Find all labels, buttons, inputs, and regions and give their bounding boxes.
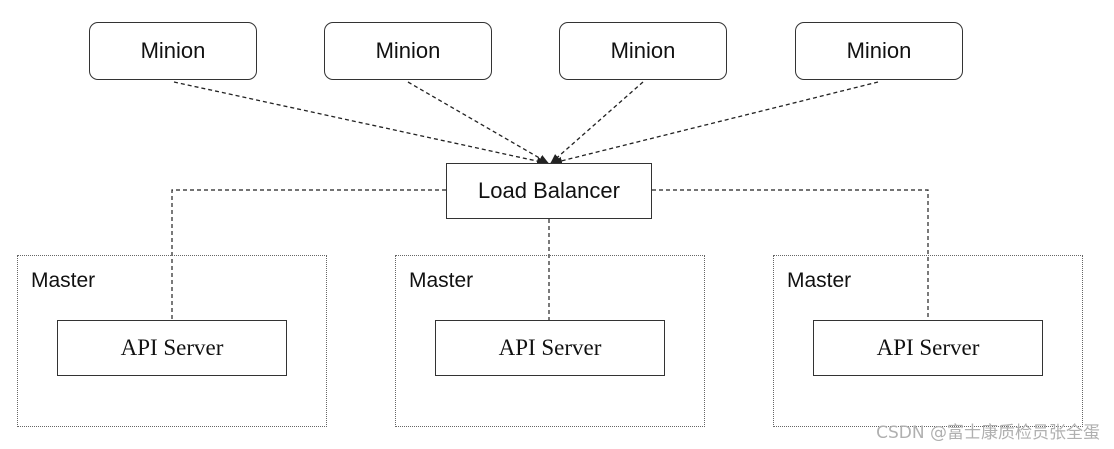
minion-node-4: Minion xyxy=(795,22,963,80)
minion-2-to-lb-arrow xyxy=(407,81,549,164)
master-group-3: Master xyxy=(773,255,1083,427)
minion-node-2: Minion xyxy=(324,22,492,80)
api-server-node-3: API Server xyxy=(813,320,1043,376)
lb-to-api-3-line xyxy=(652,189,929,320)
minion-1-to-lb-arrow xyxy=(173,81,547,165)
minion-node-3: Minion xyxy=(559,22,727,80)
watermark-text: CSDN @富士康质检员张全蛋 xyxy=(876,423,1100,443)
load-balancer-node: Load Balancer xyxy=(446,163,652,219)
minion-3-to-lb-arrow xyxy=(550,81,644,164)
master-group-1: Master xyxy=(17,255,327,427)
minion-4-to-lb-arrow xyxy=(552,81,879,165)
master-label: Master xyxy=(409,269,474,292)
master-label: Master xyxy=(787,269,852,292)
api-server-node-1: API Server xyxy=(57,320,287,376)
master-group-2: Master xyxy=(395,255,705,427)
master-label: Master xyxy=(31,269,96,292)
api-server-node-2: API Server xyxy=(435,320,665,376)
lb-to-api-1-line xyxy=(171,189,446,320)
minion-node-1: Minion xyxy=(89,22,257,80)
